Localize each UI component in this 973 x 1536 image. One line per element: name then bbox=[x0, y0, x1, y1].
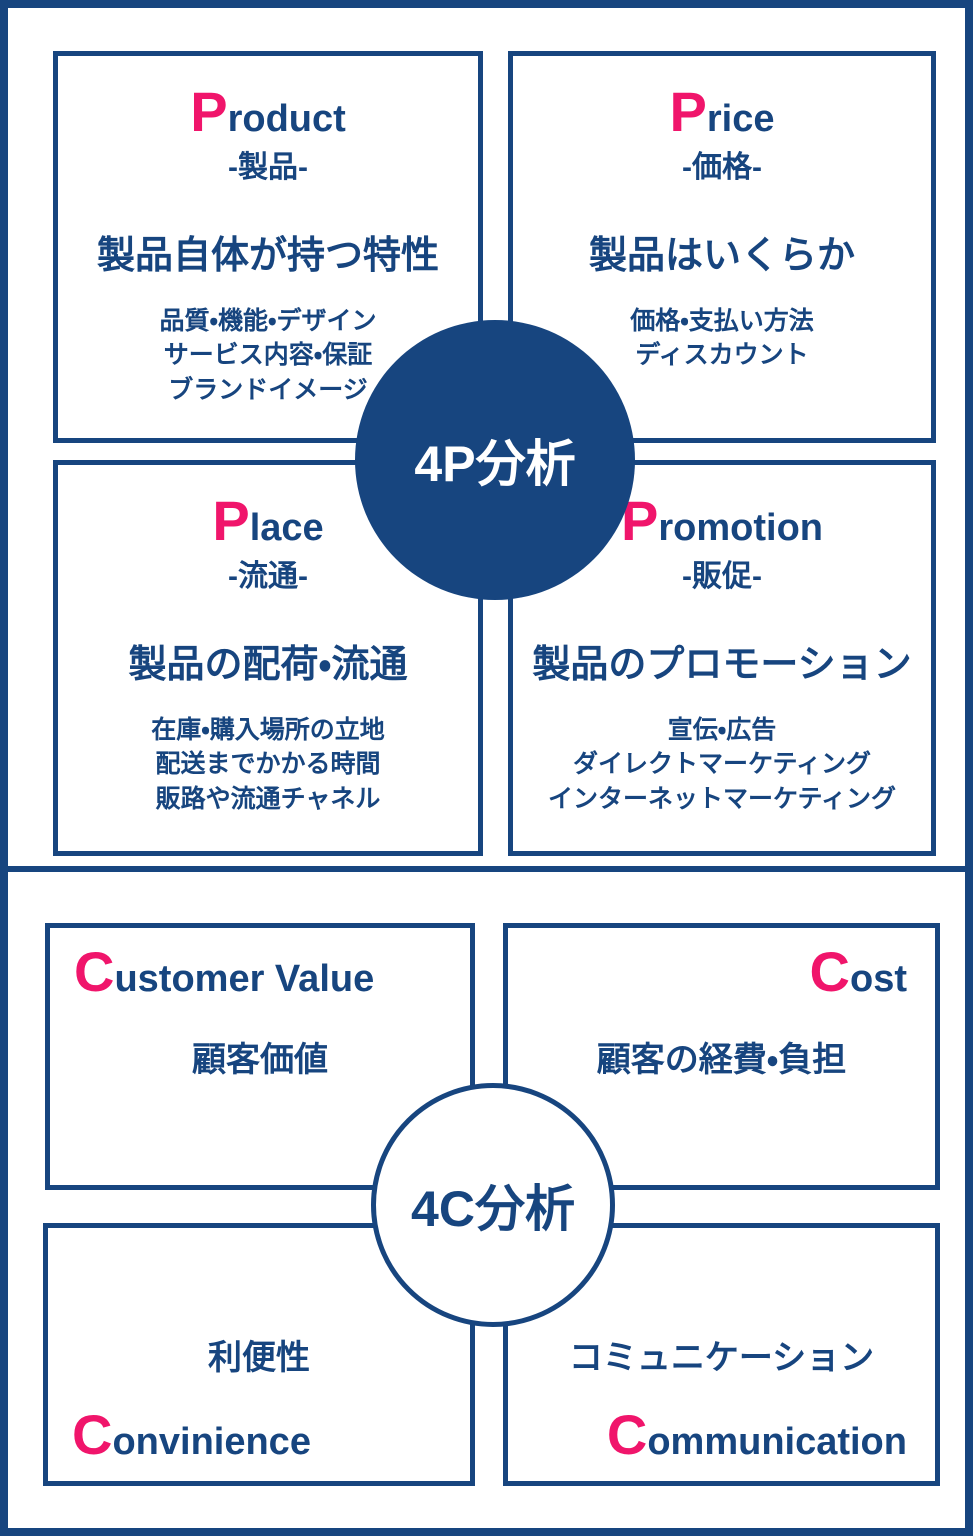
price-details: 価格・支払い方法 ディスカウント bbox=[630, 304, 814, 373]
customer-value-title-rest: ustomer Value bbox=[114, 958, 375, 1000]
product-details: 品質・機能・デザイン サービス内容・保証 ブランドイメージ bbox=[159, 304, 376, 408]
communication-initial-letter: C bbox=[606, 1403, 648, 1466]
convinience-quadrant: 利便性 Convinience bbox=[43, 1223, 475, 1486]
promotion-detail-line: 宣伝・広告 bbox=[667, 715, 777, 744]
price-initial-letter: P bbox=[669, 80, 707, 143]
place-subtitle: -流通- bbox=[228, 560, 308, 593]
communication-label: コミュニケーション bbox=[568, 1339, 875, 1377]
4p-center-circle: 4P分析 bbox=[355, 320, 635, 600]
promotion-subtitle: -販促- bbox=[682, 560, 762, 593]
price-title-rest: rice bbox=[706, 98, 775, 140]
price-detail-line: ディスカウント bbox=[635, 341, 809, 370]
price-subtitle: -価格- bbox=[682, 151, 762, 184]
place-initial-letter: P bbox=[212, 489, 250, 552]
place-quadrant: Place -流通- 製品の配荷・流通 在庫・購入場所の立地 配送までかかる時間… bbox=[53, 460, 483, 856]
customer-value-title: Customer Value bbox=[74, 944, 374, 1000]
cost-initial-letter: C bbox=[809, 940, 850, 1003]
price-detail-line: 価格・支払い方法 bbox=[630, 306, 814, 335]
price-title: Price bbox=[670, 84, 775, 140]
4c-center-label: 4C分析 bbox=[411, 1181, 575, 1237]
place-title-rest: lace bbox=[249, 507, 324, 549]
convinience-label: 利便性 bbox=[208, 1339, 310, 1377]
customer-value-initial-letter: C bbox=[74, 940, 115, 1003]
section-divider bbox=[8, 866, 965, 872]
product-heading: 製品自体が持つ特性 bbox=[96, 235, 439, 277]
product-detail-line: サービス内容・保証 bbox=[163, 341, 373, 370]
4p-center-label: 4P分析 bbox=[414, 436, 576, 492]
place-detail-line: 在庫・購入場所の立地 bbox=[151, 715, 385, 744]
product-detail-line: 品質・機能・デザイン bbox=[159, 306, 377, 335]
cost-title: Cost bbox=[810, 944, 907, 1000]
communication-title-rest: ommunication bbox=[647, 1421, 907, 1463]
customer-value-label: 顧客価値 bbox=[192, 1041, 328, 1079]
product-quadrant: Product -製品- 製品自体が持つ特性 品質・機能・デザイン サービス内容… bbox=[53, 51, 483, 443]
communication-title: Communication bbox=[607, 1407, 907, 1463]
cost-label: 顧客の経費・負担 bbox=[596, 1041, 847, 1079]
product-subtitle: -製品- bbox=[228, 151, 308, 184]
product-initial-letter: P bbox=[190, 80, 228, 143]
place-details: 在庫・購入場所の立地 配送までかかる時間 販路や流通チャネル bbox=[151, 713, 385, 817]
cost-title-rest: ost bbox=[850, 958, 907, 1000]
promotion-detail-line: ダイレクトマーケティング bbox=[572, 750, 871, 779]
place-detail-line: 販路や流通チャネル bbox=[155, 784, 381, 813]
product-detail-line: ブランドイメージ bbox=[168, 375, 368, 404]
convinience-title: Convinience bbox=[72, 1407, 311, 1463]
promotion-details: 宣伝・広告 ダイレクトマーケティング インターネットマーケティング bbox=[548, 713, 896, 817]
promotion-heading: 製品のプロモーション bbox=[532, 644, 912, 686]
place-title: Place bbox=[212, 493, 323, 549]
price-heading: 製品はいくらか bbox=[588, 235, 855, 277]
place-heading: 製品の配荷・流通 bbox=[128, 644, 408, 686]
convinience-initial-letter: C bbox=[72, 1403, 113, 1466]
product-title-rest: roduct bbox=[227, 98, 346, 140]
convinience-title-rest: onvinience bbox=[112, 1421, 311, 1463]
place-detail-line: 配送までかかる時間 bbox=[155, 750, 381, 779]
promotion-title: Promotion bbox=[621, 493, 823, 549]
product-title: Product bbox=[190, 84, 346, 140]
promotion-detail-line: インターネットマーケティング bbox=[547, 784, 896, 813]
4c-center-circle: 4C分析 bbox=[371, 1083, 615, 1327]
promotion-title-rest: romotion bbox=[658, 507, 823, 549]
